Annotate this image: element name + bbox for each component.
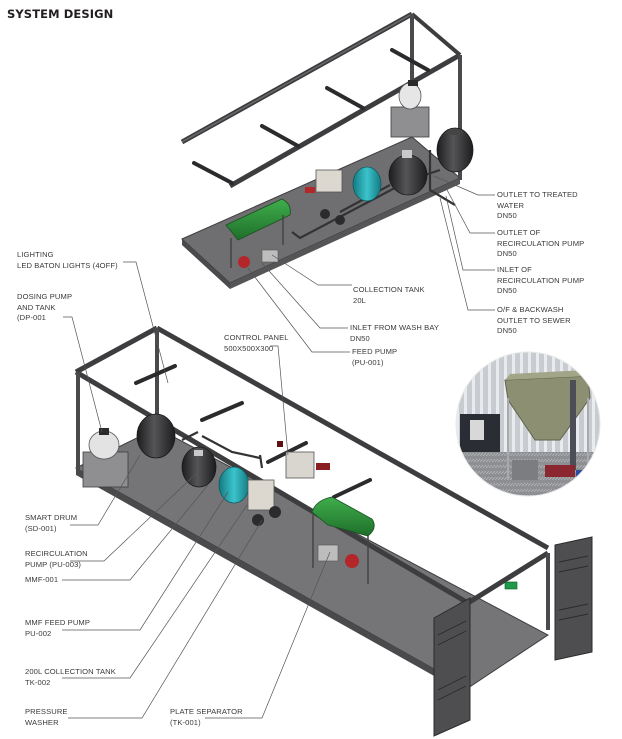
top-dosing-box	[390, 106, 430, 138]
callout-overflow-backwash-outlet: O/F & BACKWASH OUTLET TO SEWER DN50	[497, 305, 571, 337]
callout-dosing-pump-and-tank: DOSING PUMP AND TANK (DP-001	[17, 292, 72, 324]
callout-pressure-washer: PRESSURE WASHER	[25, 707, 68, 728]
callout-mmf: MMF-001	[25, 575, 58, 586]
smart-drum	[136, 413, 176, 459]
callout-inlet-of-recirculation-pump: INLET OF RECIRCULATION PUMP DN50	[497, 265, 584, 297]
exit-sign	[504, 581, 518, 590]
top-plate-separator	[225, 198, 291, 241]
callout-line: INLET FROM WASH BAY	[350, 323, 440, 332]
callout-line: OUTLET TO SEWER	[497, 315, 571, 325]
collection-tank-200l	[317, 544, 339, 562]
callout-line: LED BATON LIGHTS (4OFF)	[17, 260, 118, 270]
callout-line: PRESSURE	[25, 707, 68, 716]
container-door-right	[554, 536, 593, 661]
top-mmf-vessel	[388, 154, 428, 196]
pressure-washer	[247, 479, 275, 511]
callout-recirculation-pump: RECIRCULATION PUMP (PU-003)	[25, 549, 88, 570]
top-pressure-washer	[315, 169, 343, 193]
callout-line: (TK-001)	[170, 717, 201, 727]
callout-line: MMF-001	[25, 575, 59, 584]
callout-line: OUTLET OF	[497, 228, 541, 237]
callout-line: (PU-001)	[352, 357, 384, 367]
callout-line: SMART DRUM	[25, 513, 78, 522]
callout-outlet-to-treated-water: OUTLET TO TREATED WATER DN50	[497, 190, 578, 222]
callout-line: 500X500X300	[224, 343, 274, 353]
callout-line: TK-002	[25, 677, 51, 687]
callout-line: PLATE SEPARATOR	[170, 707, 243, 716]
container-door-left	[433, 597, 471, 737]
recirculation-pump	[218, 466, 250, 504]
callout-line: 200L COLLECTION TANK	[25, 667, 116, 676]
callout-outlet-of-recirculation-pump: OUTLET OF RECIRCULATION PUMP DN50	[497, 228, 584, 260]
callout-feed-pump: FEED PUMP (PU-001)	[352, 347, 397, 368]
callout-control-panel: CONTROL PANEL 500X500X300	[224, 333, 289, 354]
callout-line: WASHER	[25, 717, 59, 727]
top-container-view	[180, 11, 474, 289]
callout-line: CONTROL PANEL	[224, 333, 289, 342]
top-smart-drum	[436, 127, 474, 173]
callout-line: INLET OF	[497, 265, 532, 274]
callout-inlet-from-wash-bay: INLET FROM WASH BAY DN50	[350, 323, 439, 344]
callout-line: 20L	[353, 295, 366, 305]
callout-line: DN50	[497, 286, 517, 295]
callout-line: AND TANK	[17, 302, 56, 312]
callout-line: PU-002	[25, 628, 52, 638]
callout-line: WATER	[497, 200, 525, 210]
callout-line: LIGHTING	[17, 250, 54, 259]
callout-line: DN50	[497, 211, 517, 220]
plate-separator	[311, 496, 375, 537]
callout-collection-tank-20l: COLLECTION TANK 20L	[353, 285, 425, 306]
callout-line: O/F & BACKWASH	[497, 305, 564, 314]
callout-200l-collection-tank: 200L COLLECTION TANK TK-002	[25, 667, 116, 688]
callout-line: PUMP (PU-003)	[25, 559, 82, 569]
callout-line: RECIRCULATION	[25, 549, 88, 558]
callout-smart-drum: SMART DRUM (SD-001)	[25, 513, 77, 534]
callout-line: DN50	[350, 333, 370, 343]
callout-line: COLLECTION TANK	[353, 285, 425, 294]
bottom-container-view	[74, 325, 593, 737]
callout-line: (DP-001	[17, 313, 46, 322]
top-leader-lines	[247, 175, 495, 353]
callout-line: (SD-001)	[25, 523, 57, 533]
callout-line: DN50	[497, 249, 517, 258]
callout-plate-separator: PLATE SEPARATOR (TK-001)	[170, 707, 243, 728]
top-recirc-pump	[352, 166, 382, 202]
photo-inset	[456, 352, 600, 496]
callout-line: DN50	[497, 326, 517, 335]
callout-lighting: LIGHTING LED BATON LIGHTS (4OFF)	[17, 250, 118, 271]
callout-line: DOSING PUMP	[17, 292, 73, 301]
callout-line: FEED PUMP	[352, 347, 398, 356]
mmf-vessel	[181, 446, 217, 488]
page-title: SYSTEM DESIGN	[7, 7, 114, 21]
callout-line: RECIRCULATION PUMP	[497, 275, 585, 285]
callout-mmf-feed-pump: MMF FEED PUMP PU-002	[25, 618, 90, 639]
callout-line: OUTLET TO TREATED	[497, 190, 578, 199]
bottom-leader-lines	[62, 261, 331, 719]
top-led-batons	[192, 48, 430, 185]
control-panel	[285, 451, 315, 479]
callout-line: RECIRCULATION PUMP	[497, 238, 585, 248]
callout-line: MMF FEED PUMP	[25, 618, 91, 627]
